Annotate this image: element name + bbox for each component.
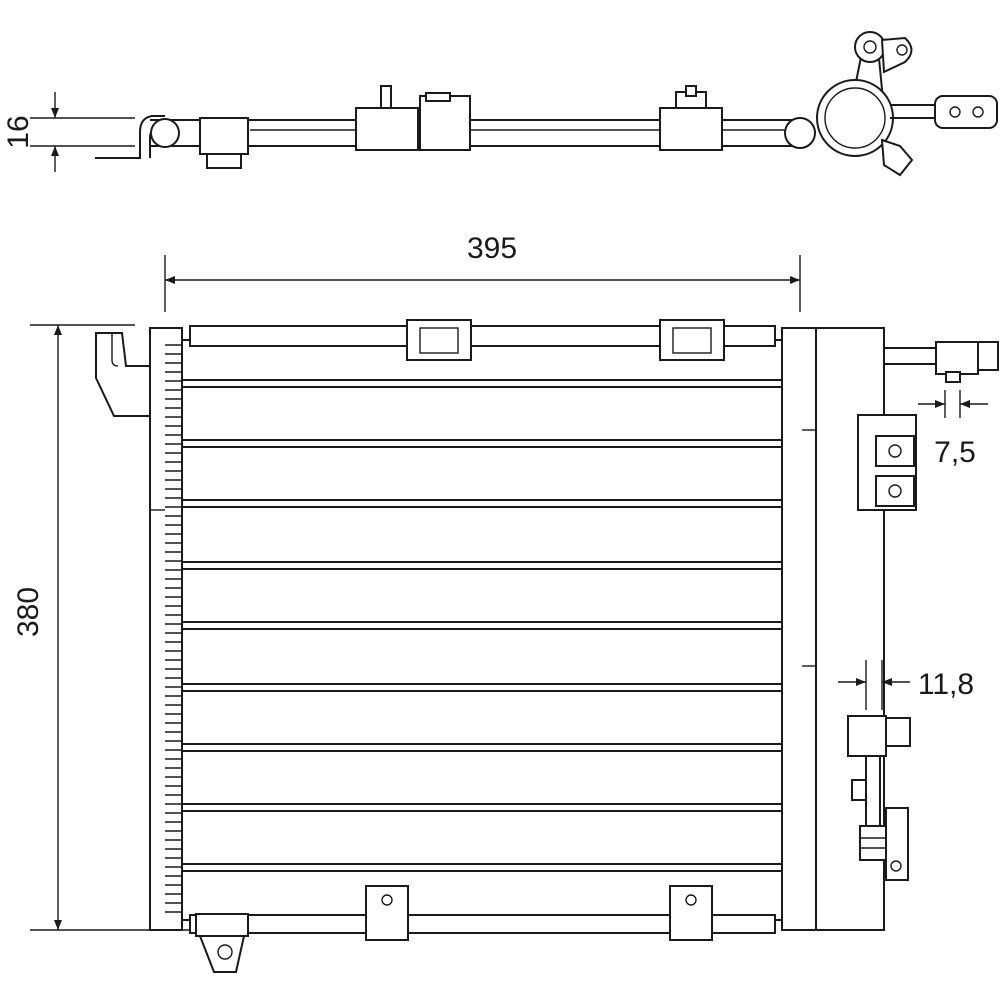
- drier-body-inner: [824, 87, 886, 149]
- upper-port-cap: [977, 341, 999, 371]
- drier-tab: [880, 36, 913, 74]
- lower-bracket: [885, 807, 909, 881]
- top-clip-1-window: [419, 327, 459, 354]
- top-mount-bracket-2: [659, 107, 723, 151]
- right-header-tank: [781, 327, 817, 931]
- dim-380-label: 380: [12, 587, 45, 637]
- lower-pipe: [865, 755, 881, 827]
- bottom-left-foot: [198, 935, 246, 973]
- dim-16-label: 16: [2, 115, 35, 148]
- drier-outlet: [880, 138, 914, 177]
- tube-row-5: [181, 621, 783, 630]
- drier-arm-hole: [863, 40, 877, 54]
- tube-row-4: [181, 561, 783, 570]
- left-upper-bracket-slot: [111, 333, 119, 367]
- tube-row-6: [181, 683, 783, 692]
- lower-port-block: [847, 715, 887, 757]
- bottom-left-mount: [195, 913, 249, 937]
- left-header-tank: [149, 327, 183, 931]
- top-clip-2: [659, 319, 725, 361]
- lower-pipe-nut: [859, 825, 887, 861]
- lower-pipe-clip: [851, 779, 867, 801]
- upper-port-block: [935, 341, 979, 375]
- mount-tab-1: [875, 435, 915, 467]
- top-left-clamp: [199, 117, 249, 155]
- top-right-flange: [934, 95, 998, 129]
- drier-arm-eye: [854, 31, 886, 63]
- top-mount-bracket-1: [355, 107, 419, 151]
- dim-7-5-label: 7,5: [934, 436, 976, 469]
- top-right-cap: [784, 117, 816, 149]
- lower-bracket-hole: [890, 860, 902, 872]
- top-clip-1: [406, 319, 472, 361]
- lower-port-cap: [885, 717, 911, 747]
- top-mount-block-1: [419, 95, 471, 151]
- top-mount-pin-1: [380, 85, 392, 109]
- tube-row-2: [181, 439, 783, 448]
- top-left-clamp-foot: [206, 153, 242, 169]
- flange-hole-1: [949, 106, 961, 118]
- tube-row-7: [181, 743, 783, 752]
- drier-tab-hole: [896, 44, 908, 56]
- bottom-clip-1: [365, 885, 409, 941]
- tube-row-9: [181, 863, 783, 872]
- top-rail: [189, 325, 776, 347]
- top-left-cap: [150, 118, 180, 148]
- top-mount-pin-2-tip: [685, 85, 697, 97]
- upper-port-valve: [945, 371, 961, 383]
- top-mount-block-1-cap: [425, 92, 451, 102]
- top-view: 16: [2, 31, 998, 177]
- mount-tab-2-hole: [888, 484, 902, 498]
- bottom-left-foot-hole: [217, 944, 233, 960]
- bottom-clip-1-hole: [381, 894, 393, 906]
- bottom-clip-2: [669, 885, 713, 941]
- left-upper-bracket: [95, 332, 151, 417]
- upper-pipe-fitting: [883, 347, 937, 365]
- tube-row-8: [181, 803, 783, 812]
- front-view: 395 380: [12, 232, 999, 973]
- tube-row-1: [181, 379, 783, 388]
- mount-tab-1-hole: [888, 444, 902, 458]
- flange-hole-2: [972, 106, 984, 118]
- bottom-clip-2-hole: [685, 894, 697, 906]
- dim-395-label: 395: [467, 232, 517, 265]
- bottom-rail: [189, 914, 776, 934]
- dim-11-8-label: 11,8: [918, 668, 974, 701]
- core-tube-rows: [181, 379, 783, 872]
- top-clip-2-window: [672, 327, 712, 354]
- mount-tab-2: [875, 475, 915, 507]
- tube-row-3: [181, 499, 783, 508]
